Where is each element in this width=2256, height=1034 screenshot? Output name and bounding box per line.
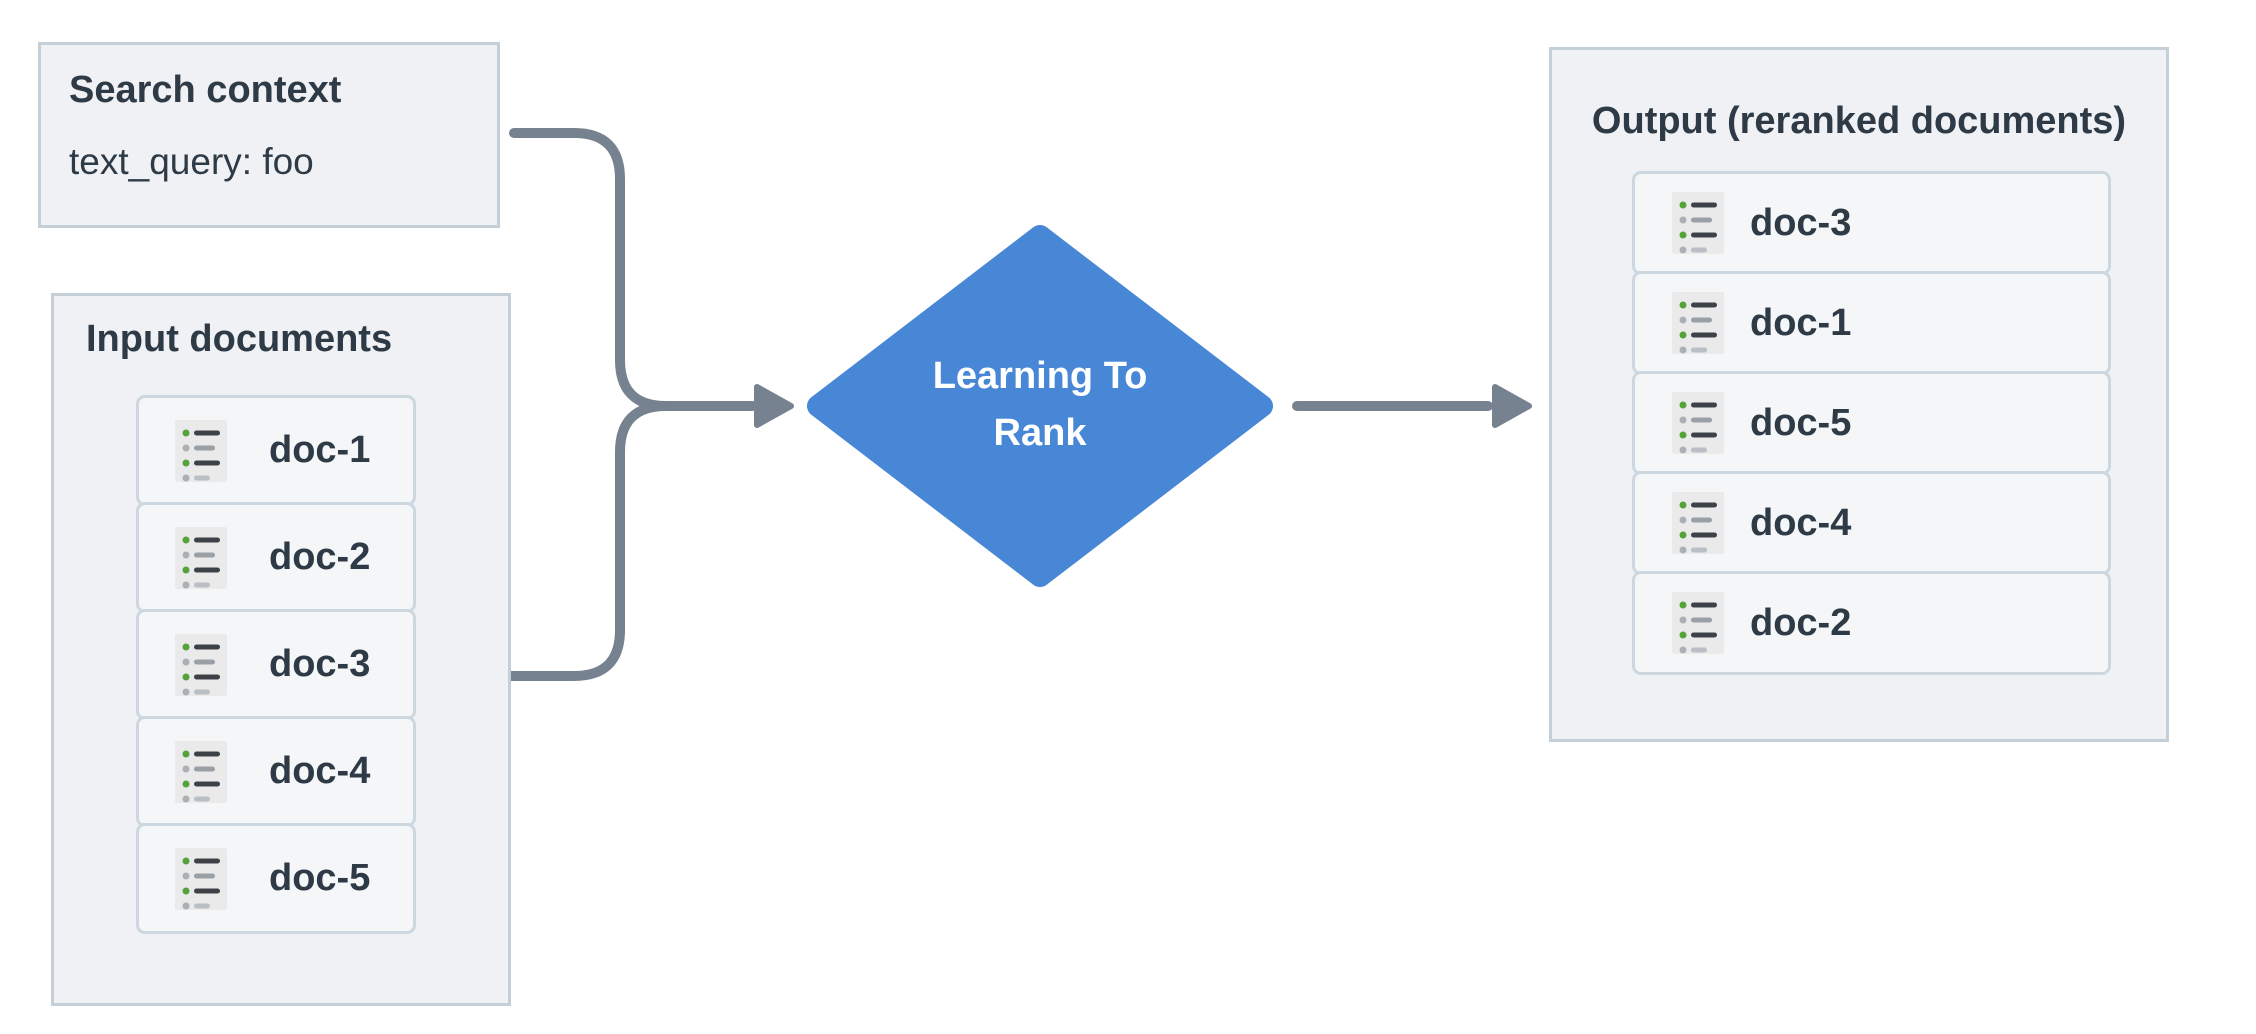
output-documents-list: doc-3 doc-1 doc-5 doc-4 doc-2 — [1632, 171, 2111, 675]
document-list-icon — [175, 419, 227, 482]
doc-label: doc-3 — [1750, 201, 1852, 244]
doc-card: doc-3 — [136, 609, 416, 720]
search-context-title: Search context — [69, 69, 342, 111]
arrowheads — [754, 384, 1532, 428]
arrowhead-into-diamond — [754, 384, 794, 428]
diamond-label: Learning To Rank — [870, 348, 1210, 462]
document-list-icon — [175, 847, 227, 910]
doc-card: doc-4 — [136, 716, 416, 827]
connector-from-input-documents — [501, 401, 757, 681]
doc-card: doc-5 — [1632, 371, 2111, 475]
doc-label: doc-2 — [1750, 601, 1852, 644]
arrowhead-into-output — [1492, 384, 1532, 428]
doc-label: doc-3 — [269, 643, 371, 685]
doc-label: doc-4 — [269, 750, 371, 792]
document-list-icon — [175, 633, 227, 696]
doc-label: doc-1 — [1750, 301, 1852, 344]
doc-card: doc-4 — [1632, 471, 2111, 575]
doc-card: doc-5 — [136, 823, 416, 934]
doc-label: doc-1 — [269, 429, 371, 471]
document-list-icon — [1672, 492, 1724, 554]
search-context-panel: Search context text_query: foo — [38, 42, 500, 228]
learning-to-rank-diamond — [807, 225, 1273, 587]
diamond-label-line1: Learning To — [932, 355, 1148, 397]
doc-label: doc-2 — [269, 536, 371, 578]
output-documents-title: Output (reranked documents) — [1591, 100, 2127, 142]
input-documents-title: Input documents — [86, 318, 393, 360]
doc-label: doc-4 — [1750, 501, 1852, 544]
search-query-text: text_query: foo — [69, 140, 314, 182]
doc-card: doc-3 — [1632, 171, 2111, 275]
merge-connector — [501, 128, 1493, 681]
connector-from-search-context — [509, 128, 757, 411]
doc-card: doc-2 — [136, 502, 416, 613]
input-documents-list: doc-1 doc-2 doc-3 doc-4 doc-5 — [136, 395, 416, 934]
doc-label: doc-5 — [1750, 401, 1852, 444]
document-list-icon — [175, 740, 227, 803]
output-documents-panel: Output (reranked documents) doc-3 doc-1 … — [1549, 47, 2169, 742]
doc-card: doc-1 — [136, 395, 416, 506]
document-list-icon — [1672, 392, 1724, 454]
doc-card: doc-2 — [1632, 571, 2111, 675]
document-list-icon — [1672, 192, 1724, 254]
document-list-icon — [175, 526, 227, 589]
document-list-icon — [1672, 292, 1724, 354]
input-documents-panel: Input documents doc-1 doc-2 doc-3 doc-4 … — [51, 293, 511, 1006]
document-list-icon — [1672, 592, 1724, 654]
doc-label: doc-5 — [269, 857, 371, 899]
diamond-label-line2: Rank — [993, 412, 1087, 454]
doc-card: doc-1 — [1632, 271, 2111, 375]
